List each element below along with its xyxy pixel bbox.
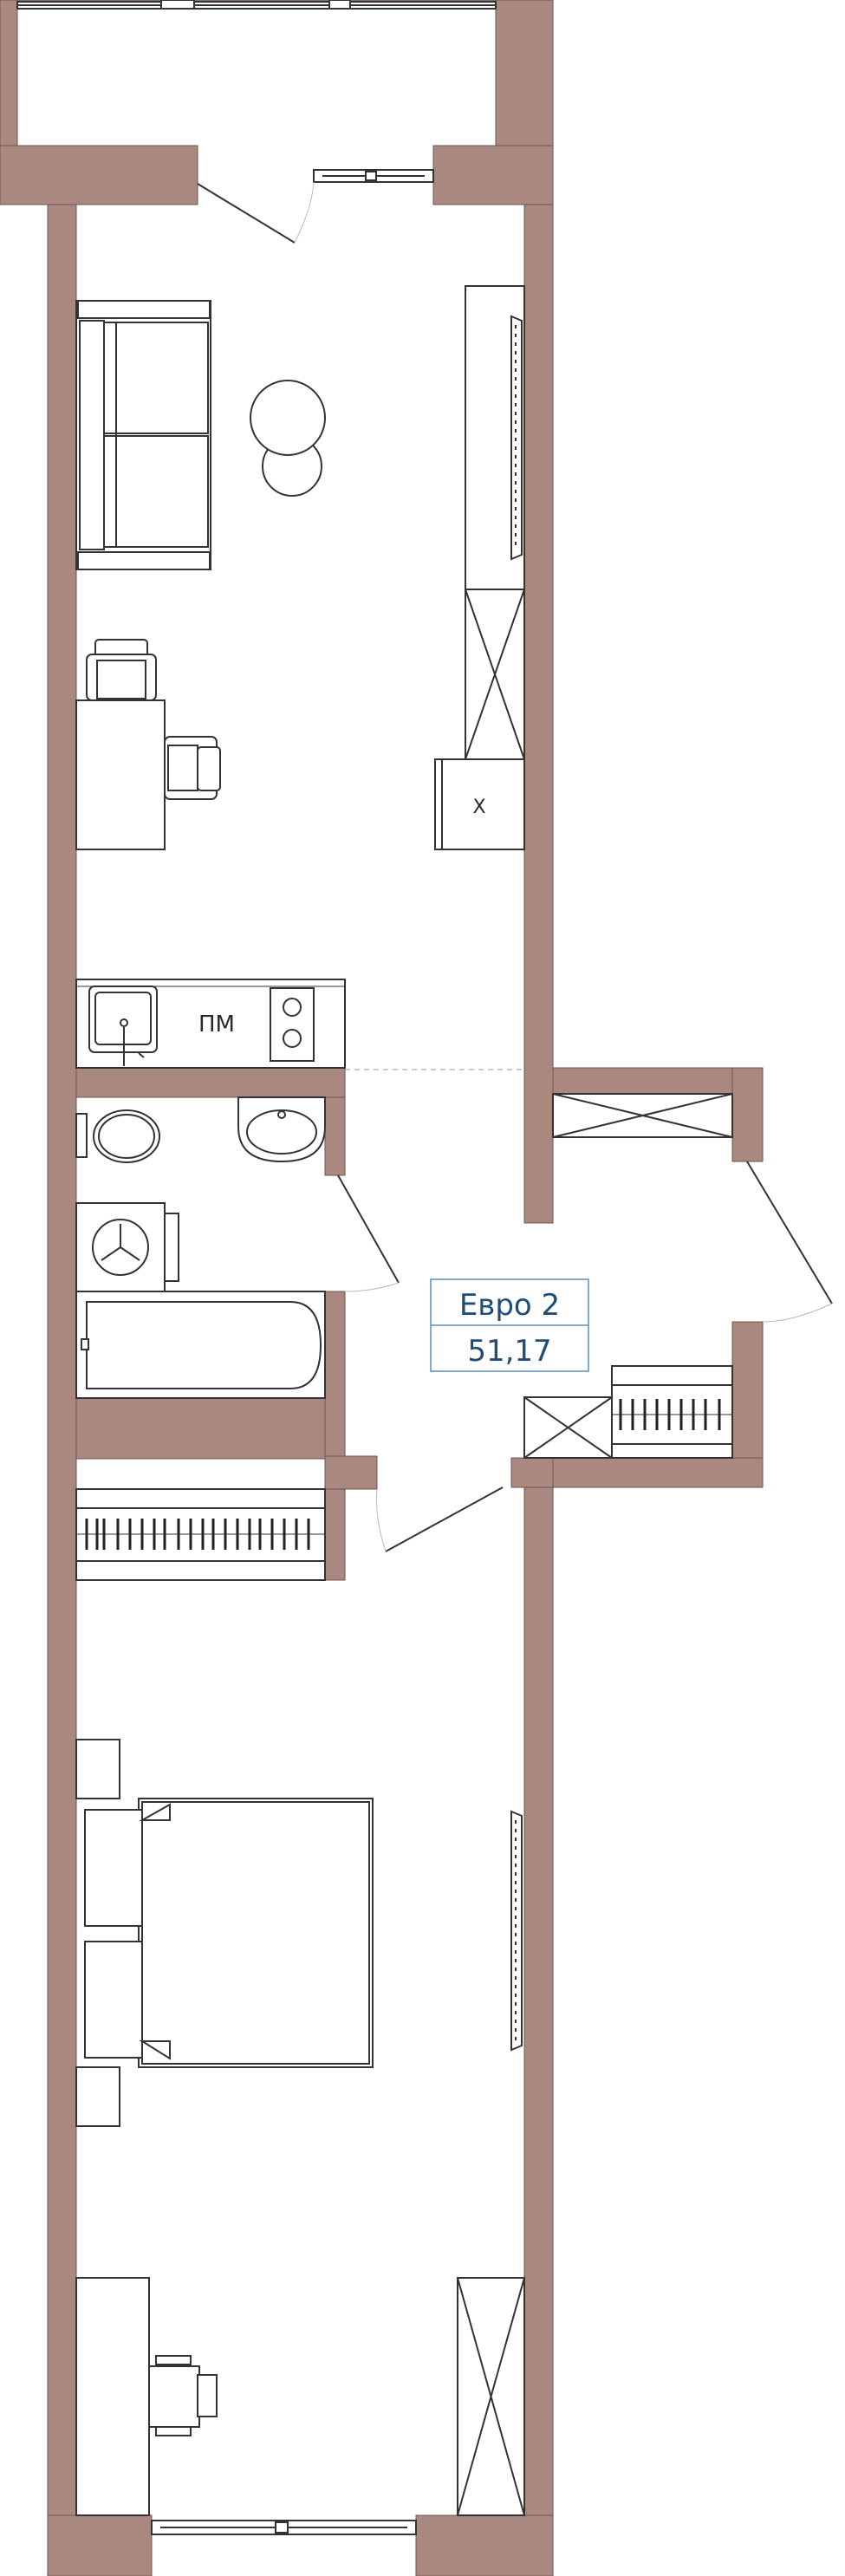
bathtub [75, 1291, 326, 1399]
living-furniture [75, 285, 525, 850]
hall-shoe-cabinet [523, 1396, 613, 1459]
corridor-wardrobe [75, 1488, 326, 1581]
bathroom-door [337, 1174, 400, 1284]
hall-wall-top [552, 1067, 764, 1095]
cooktop [270, 987, 315, 1062]
coffee-table-small [250, 380, 326, 456]
kitchen-counter [75, 979, 346, 1069]
hall-door-stub [510, 1457, 554, 1488]
entrance-door [746, 1161, 833, 1304]
desk [75, 2277, 150, 2516]
left-outer-wall [47, 204, 77, 2576]
windows [16, 0, 497, 2535]
sofa [75, 300, 211, 570]
washing-machine [75, 1202, 179, 1292]
bedroom-wardrobe [457, 2277, 525, 2516]
bedroom-tv [510, 1810, 523, 2052]
dining-table [75, 699, 166, 850]
wardrobe-niche-wall [324, 1488, 346, 1581]
right-wall-lower [523, 1473, 554, 2576]
nightstand-bottom [75, 2066, 120, 2127]
toilet [75, 1109, 160, 1163]
hall-wardrobe [611, 1365, 733, 1459]
bathroom [75, 1096, 326, 1399]
bathroom-wall-right [324, 1096, 346, 1176]
bathroom-bottom-wall [75, 1397, 326, 1460]
unit-name: Евро 2 [459, 1288, 560, 1323]
balcony-wall-bottom-left [0, 145, 198, 205]
bed [84, 1798, 374, 2068]
fridge [434, 758, 525, 850]
tall-cabinet [465, 589, 525, 760]
bedroom-door [385, 1486, 504, 1552]
unit-area: 51,17 [467, 1334, 551, 1369]
bedroom-furniture [75, 1739, 525, 2516]
corridor-wall-stub [324, 1455, 378, 1490]
tv-unit [465, 285, 525, 590]
bathroom-sink [237, 1096, 326, 1163]
fridge-label: Х [472, 797, 485, 818]
balcony-door [197, 183, 296, 244]
bottom-wall-right [415, 2514, 554, 2576]
right-wall-upper [523, 204, 554, 1224]
dishwasher-label: ПМ [198, 1012, 235, 1038]
kitchen-partition [75, 1067, 346, 1098]
doors [197, 181, 833, 1552]
hall-cabinet-top [552, 1093, 733, 1138]
nightstand-top [75, 1739, 120, 1799]
bottom-wall-left [47, 2514, 153, 2576]
dining-chair-right [164, 736, 221, 800]
balcony-wall-bottom-right [432, 145, 554, 205]
kitchen-sink [88, 986, 158, 1066]
dining-chair-top [86, 639, 157, 701]
hall-wall-right-upper [731, 1067, 764, 1162]
unit-label: Евро 2 51,17 [430, 1278, 589, 1372]
bathroom-wall-right-lower [324, 1291, 346, 1461]
desk-chair [148, 2355, 218, 2436]
